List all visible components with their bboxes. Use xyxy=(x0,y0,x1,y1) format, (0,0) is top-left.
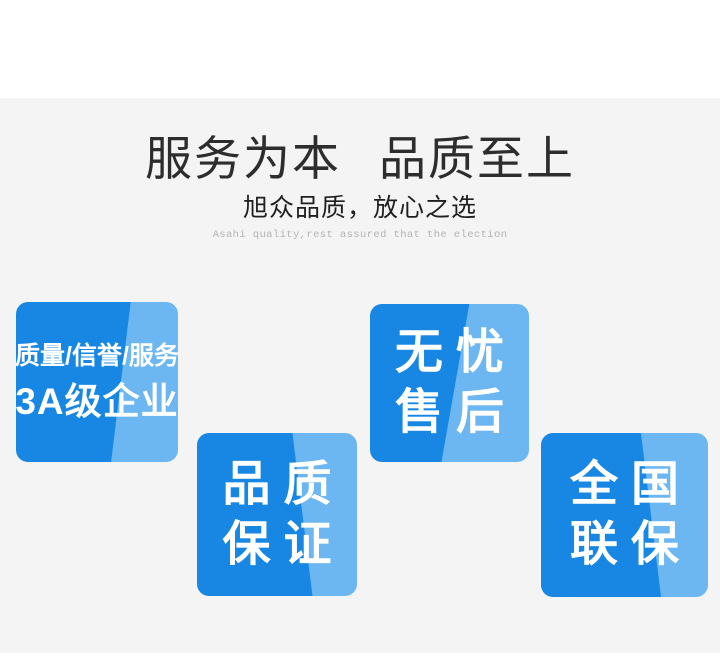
badge-worry-free-after-sales-line2: 售后 xyxy=(394,386,517,439)
page-title: 服务为本品质至上 xyxy=(0,133,720,185)
badge-3a-enterprise: 质量/信誉/服务 3A级企业 xyxy=(15,302,179,462)
badge-worry-free-after-sales-line1: 无忧 xyxy=(394,326,517,379)
badge-quality-guarantee: 品质 保证 xyxy=(197,433,357,596)
page-title-part2: 品质至上 xyxy=(379,132,575,185)
badge-nationwide-warranty-line1: 全国 xyxy=(569,458,692,511)
badge-nationwide-warranty: 全国 联保 xyxy=(541,433,708,597)
badge-worry-free-after-sales: 无忧 售后 xyxy=(370,304,529,462)
badge-3a-enterprise-line1: 质量/信誉/服务 xyxy=(15,342,179,370)
badge-quality-guarantee-line1: 品质 xyxy=(222,457,345,511)
page-title-part1: 服务为本 xyxy=(145,132,341,185)
badge-3a-enterprise-line2: 3A级企业 xyxy=(15,381,179,422)
badge-nationwide-warranty-line2: 联保 xyxy=(569,518,692,571)
subtitle-english: Asahi quality,rest assured that the elec… xyxy=(212,229,508,241)
badge-quality-guarantee-line2: 保证 xyxy=(222,517,345,571)
subtitle-chinese: 旭众品质，放心之选 xyxy=(242,195,477,222)
